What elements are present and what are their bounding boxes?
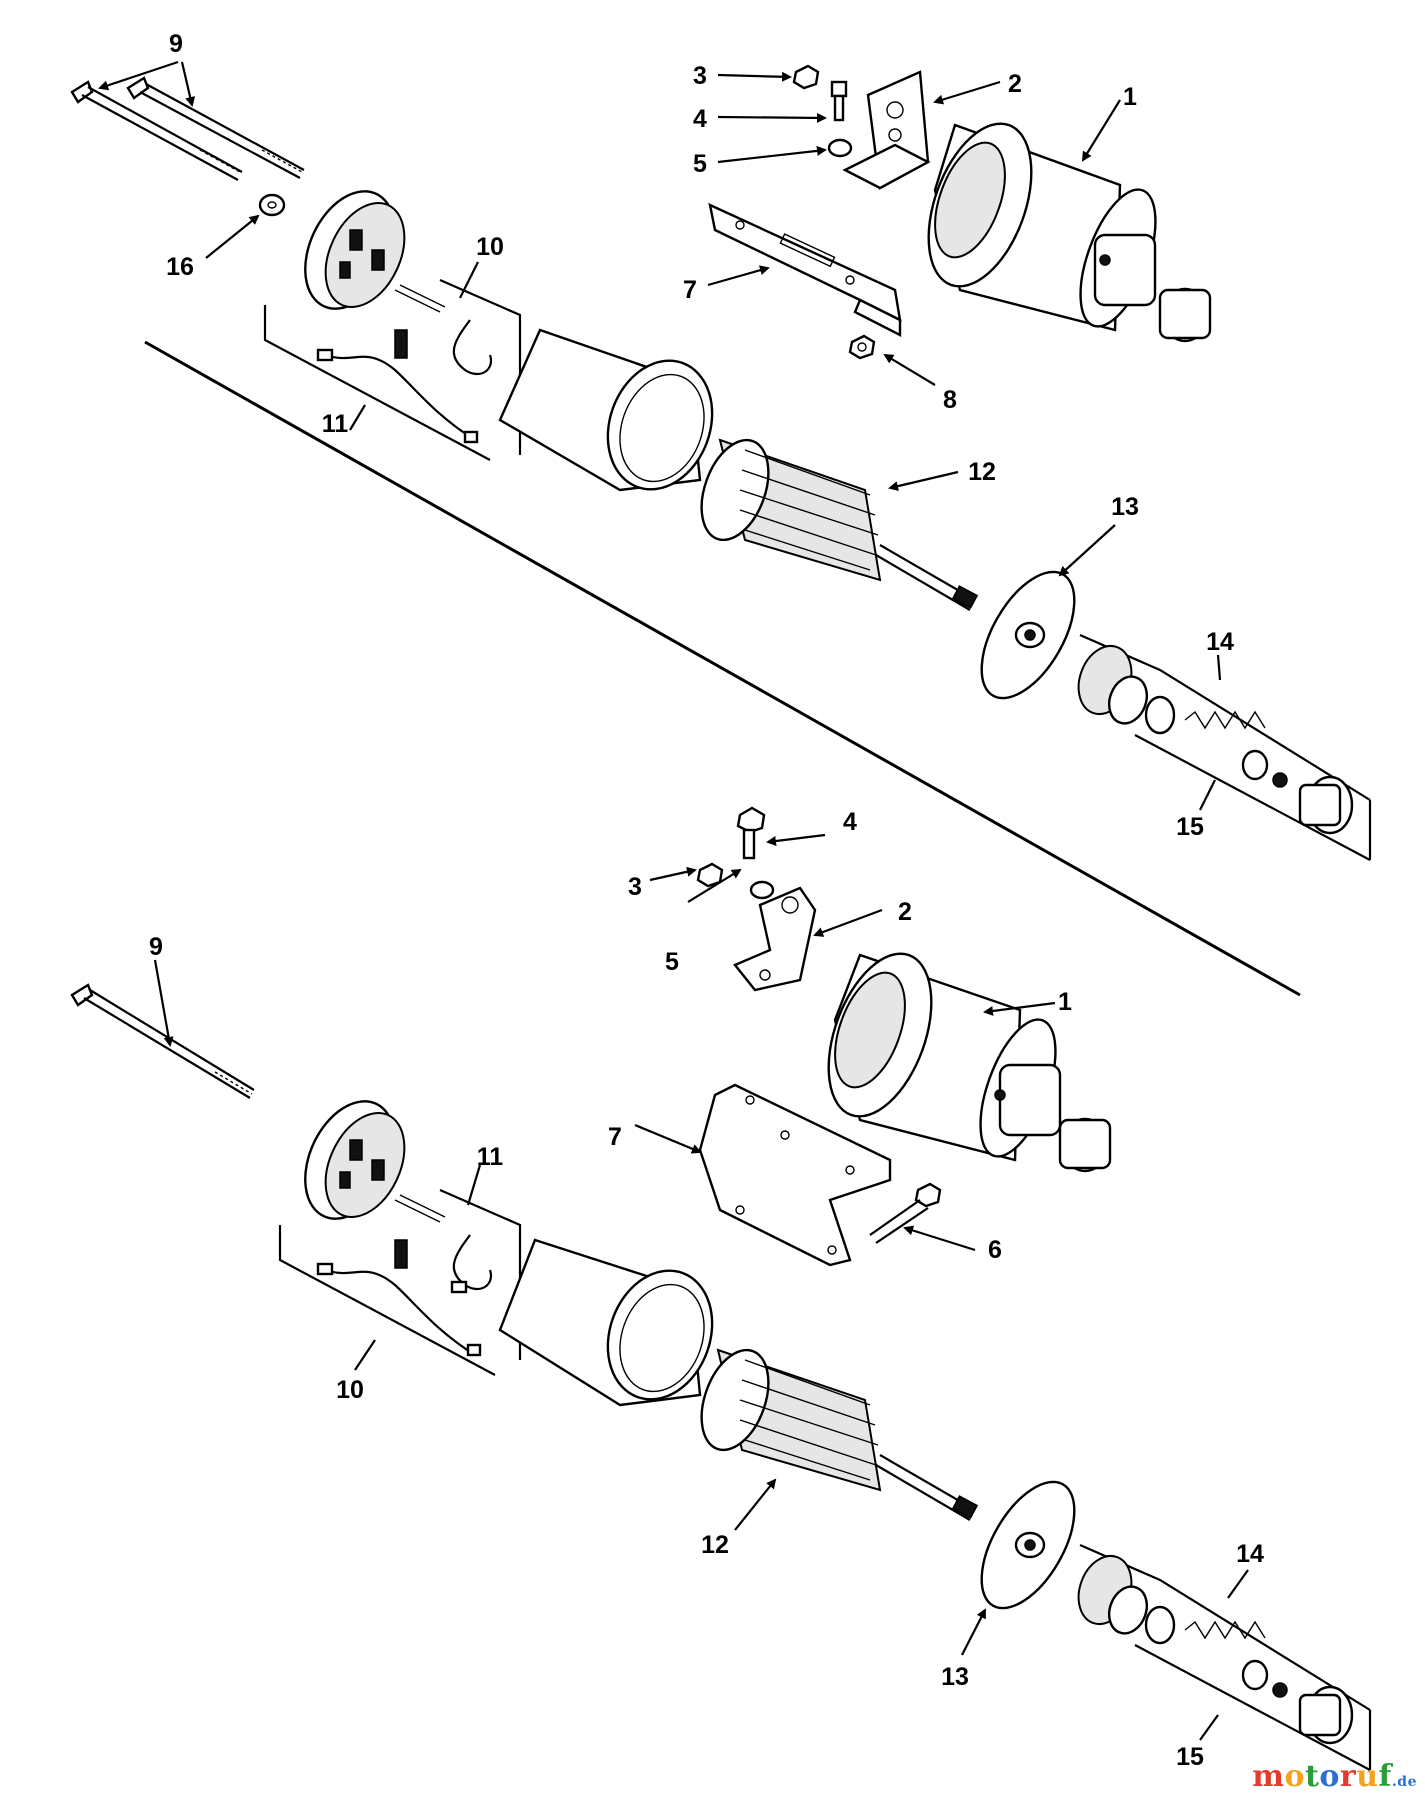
- starter-motor-top: [927, 122, 1212, 343]
- watermark-letter-o2: o: [1319, 1759, 1340, 1794]
- callout-8-top: 8: [943, 386, 957, 414]
- callout-12-bottom: 12: [701, 1531, 729, 1559]
- callout-13-top: 13: [1111, 493, 1139, 521]
- callout-14-bottom: 14: [1236, 1540, 1264, 1568]
- callout-12-top: 12: [968, 458, 996, 486]
- mounting-plate-bottom: [698, 1083, 892, 1267]
- mounting-strap-top: [708, 202, 902, 337]
- armature-bottom: [700, 1348, 979, 1521]
- watermark-letter-r: r: [1339, 1759, 1357, 1794]
- callout-7-bottom: 7: [608, 1123, 622, 1151]
- starter-motor-bottom: [827, 952, 1112, 1173]
- callout-3-top: 3: [693, 62, 707, 90]
- watermark-letter-u: u: [1356, 1759, 1379, 1794]
- top-assembly: [70, 64, 1372, 861]
- section-divider-line: [144, 340, 1301, 997]
- watermark-letter-o: o: [1284, 1759, 1306, 1794]
- callout-7-top: 7: [683, 276, 697, 304]
- callout-9-bottom: 9: [149, 933, 163, 961]
- callout-15-bottom: 15: [1176, 1743, 1204, 1771]
- through-bolts-top: [70, 76, 305, 181]
- fasteners-bottom: [696, 806, 775, 900]
- callout-4-bottom: 4: [843, 808, 857, 836]
- bottom-assembly: [70, 806, 1372, 1771]
- callout-6-bottom: 6: [988, 1236, 1002, 1264]
- mounting-bracket-top: [842, 70, 931, 190]
- drive-assembly-bottom: [1077, 1543, 1372, 1771]
- field-frame-bottom: [498, 1238, 714, 1407]
- watermark-letter-m: m: [1252, 1759, 1285, 1794]
- drive-assembly-top: [1077, 633, 1372, 861]
- watermark-tld: .de: [1391, 1774, 1417, 1790]
- watermark-letter-t: t: [1305, 1759, 1320, 1794]
- end-cap-bottom: [304, 1100, 406, 1220]
- bolt-bottom: [869, 1182, 942, 1244]
- callout-2-bottom: 2: [898, 898, 912, 926]
- watermark-letter-f: f: [1378, 1759, 1392, 1794]
- brush-assembly-bottom: [278, 1188, 522, 1376]
- fasteners-top: [792, 64, 853, 158]
- washer-top: [258, 193, 286, 217]
- callout-9-top: 9: [169, 30, 183, 58]
- leaders-bottom: [153, 833, 1249, 1741]
- callout-4-top: 4: [693, 105, 707, 133]
- callout-2-top: 2: [1008, 70, 1022, 98]
- callout-11-top: 11: [322, 410, 349, 438]
- callout-15-top: 15: [1176, 813, 1204, 841]
- callout-5-top: 5: [693, 150, 707, 178]
- callout-3-bottom: 3: [628, 873, 642, 901]
- callouts-bottom: 4 2 3 9 5 1 7 11 6 10 12 14 13 15: [149, 808, 1264, 1771]
- armature-top: [700, 438, 979, 611]
- nut-top: [848, 334, 876, 360]
- end-cap-top: [304, 190, 406, 310]
- mounting-bracket-bottom: [733, 886, 817, 992]
- callout-1-top: 1: [1123, 83, 1137, 111]
- callout-14-top: 14: [1206, 628, 1234, 656]
- callout-1-bottom: 1: [1058, 988, 1072, 1016]
- field-frame-top: [498, 328, 714, 492]
- leaders-top: [98, 60, 1222, 811]
- motoruf-watermark: motoruf.de: [1252, 1759, 1417, 1794]
- callouts-top: 9 3 2 1 4 5 10 16 7 8 11 12 13 14 15: [166, 30, 1234, 841]
- callout-11-bottom: 11: [477, 1143, 504, 1171]
- callout-10-bottom: 10: [336, 1376, 364, 1404]
- callout-10-top: 10: [476, 233, 504, 261]
- callout-13-bottom: 13: [941, 1663, 969, 1691]
- callout-16-top: 16: [166, 253, 194, 281]
- callout-5-bottom: 5: [665, 948, 679, 976]
- drive-end-plate-top: [980, 570, 1076, 700]
- drive-end-plate-bottom: [980, 1480, 1076, 1610]
